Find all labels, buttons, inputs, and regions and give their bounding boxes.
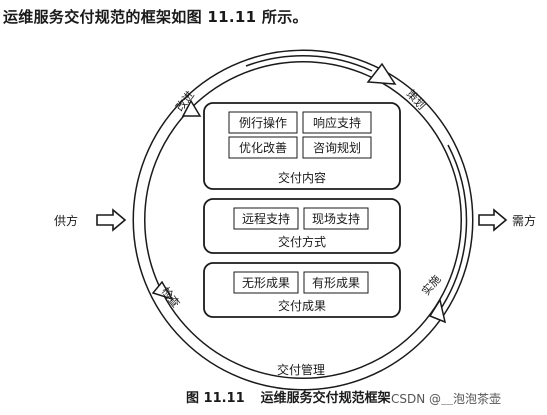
cycle-arrows: [151, 55, 468, 324]
watermark: CSDN @＿泡泡茶壶: [391, 392, 502, 406]
delivery-results-box: 无形成果 有形成果 交付成果: [203, 262, 401, 318]
delivery-management-label: 交付管理: [277, 362, 325, 377]
item-consulting-planning-label: 咨询规划: [313, 140, 361, 155]
item-optimization-label: 优化改善: [239, 140, 287, 155]
item-consulting-planning: [302, 136, 372, 159]
demander-arrow-icon: [478, 208, 508, 232]
figure-caption: 图 11.11 运维服务交付规范框架: [186, 387, 391, 406]
arrowhead-bottom-left: [151, 280, 174, 301]
item-remote-support: [233, 207, 299, 230]
item-response-support-label: 响应支持: [313, 115, 361, 130]
item-intangible-result-label: 无形成果: [242, 276, 290, 290]
delivery-method-box: 远程支持 现场支持 交付方式: [203, 198, 401, 254]
arrow-plan-to-implement: [437, 144, 468, 314]
figure-title: 运维服务交付规范框架: [260, 391, 391, 406]
supplier-label: 供方: [54, 213, 78, 228]
item-tangible-result-label: 有形成果: [312, 276, 360, 290]
delivery-method-title: 交付方式: [278, 234, 326, 249]
figure-number: 图 11.11: [186, 391, 245, 406]
demander-output: 需方: [478, 208, 536, 232]
supplier-arrow-icon: [96, 208, 127, 232]
item-intangible-result: [233, 271, 299, 294]
item-onsite-support: [303, 207, 369, 230]
item-remote-support-label: 远程支持: [242, 211, 290, 226]
item-optimization: [228, 136, 298, 159]
supplier-input: 供方: [54, 208, 127, 232]
delivery-content-title: 交付内容: [278, 170, 326, 185]
item-response-support: [302, 111, 372, 134]
arrowhead-top-right: [366, 62, 397, 85]
label-implement: 实施: [419, 272, 444, 298]
arrowhead-top-left: [181, 99, 202, 117]
item-onsite-support-label: 现场支持: [312, 211, 360, 226]
demander-label: 需方: [512, 213, 536, 228]
item-routine-operation: [228, 111, 298, 134]
item-tangible-result: [303, 271, 369, 294]
delivery-results-title: 交付成果: [278, 298, 326, 313]
delivery-content-box: 例行操作 响应支持 优化改善 咨询规划 交付内容: [203, 102, 401, 190]
intro-text: 运维服务交付规范的框架如图 11.11 所示。: [3, 8, 308, 26]
arrow-improve-to-plan: [245, 55, 373, 72]
arrowhead-bottom-right: [428, 298, 447, 324]
item-routine-operation-label: 例行操作: [239, 115, 287, 130]
